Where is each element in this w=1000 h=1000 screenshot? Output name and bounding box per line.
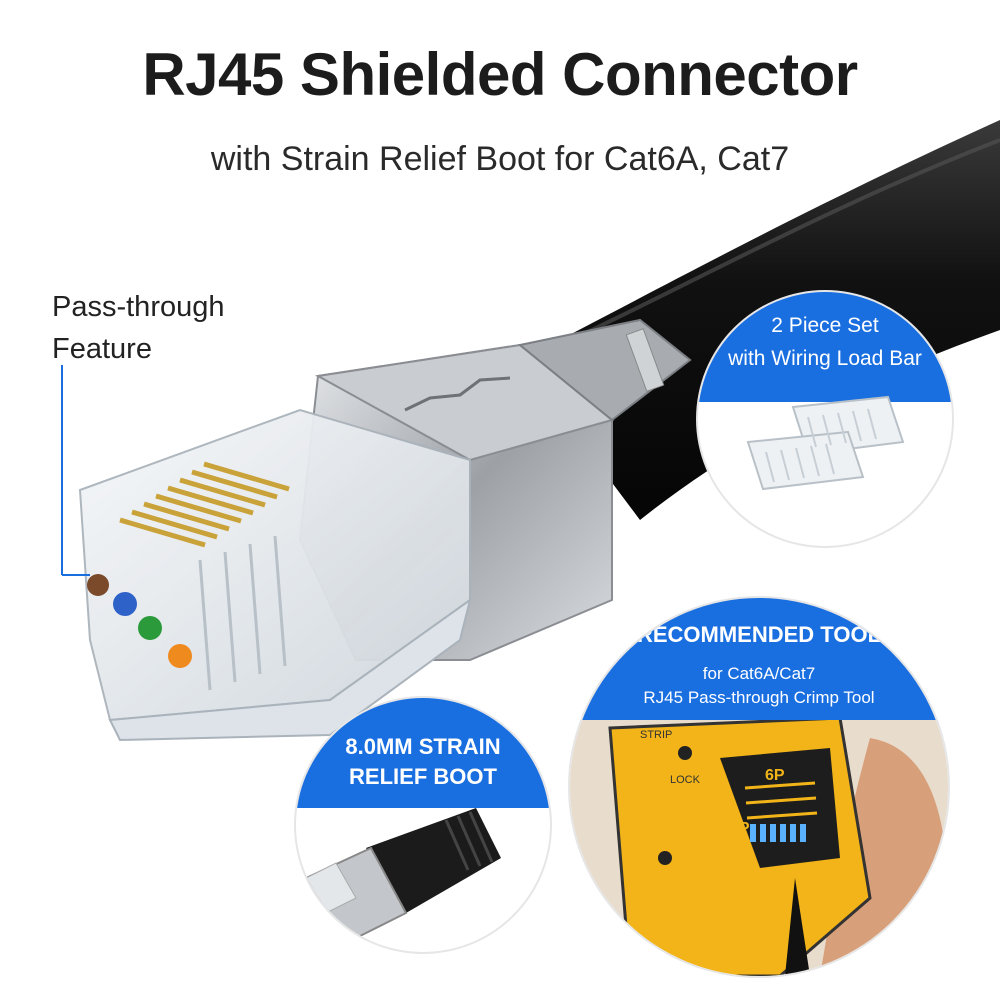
tool-line1: for Cat6A/Cat7 <box>702 664 816 683</box>
boot-line1: 8.0MM STRAIN <box>345 734 501 759</box>
load-bar-line2: with Wiring Load Bar <box>728 347 922 370</box>
tool-label-6p: 6P <box>765 767 785 784</box>
callout-line <box>61 365 90 576</box>
load-bar-line1: 2 Piece Set <box>771 314 879 337</box>
tool-label-8p: 8P <box>730 820 750 837</box>
pass-through-callout: Pass-through Feature <box>52 286 225 370</box>
load-bar-banner: 2 Piece Set with Wiring Load Bar <box>698 292 952 402</box>
load-bar-image <box>746 395 905 491</box>
tool-heading: RECOMMENDED TOOL <box>636 622 882 647</box>
load-bar-circle: 2 Piece Set with Wiring Load Bar <box>698 292 952 546</box>
boot-banner: 8.0MM STRAIN RELIEF BOOT <box>296 698 550 808</box>
page-subtitle: with Strain Relief Boot for Cat6A, Cat7 <box>210 140 790 178</box>
boot-line2: RELIEF BOOT <box>349 764 497 789</box>
tool-label-lock: LOCK <box>670 774 701 786</box>
page-title: RJ45 Shielded Connector <box>142 41 858 108</box>
boot-circle: 8.0MM STRAIN RELIEF BOOT <box>296 698 550 952</box>
callout-line1: Pass-through <box>52 291 225 323</box>
clear-plug <box>78 408 472 742</box>
tool-circle: STRIP LOCK 8P 6P RECOMMENDED TOOL for Ca… <box>570 598 948 976</box>
tool-banner: RECOMMENDED TOOL for Cat6A/Cat7 RJ45 Pas… <box>570 598 948 720</box>
tool-line2: RJ45 Pass-through Crimp Tool <box>643 688 875 707</box>
tool-label-strip: STRIP <box>640 729 672 741</box>
boot-image <box>304 808 501 945</box>
callout-line2: Feature <box>52 333 152 365</box>
